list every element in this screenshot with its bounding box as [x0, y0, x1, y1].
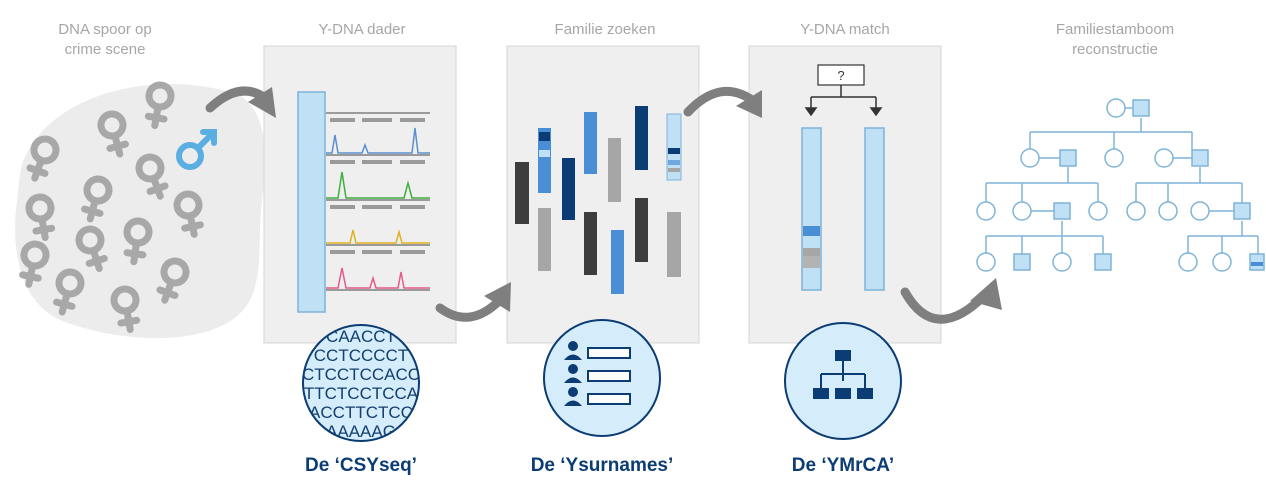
- step-3-title-line1: Familie zoeken: [554, 21, 656, 38]
- step-1-title: DNA spoor op crime scene: [10, 20, 200, 60]
- female-symbol-icon: [173, 190, 204, 238]
- seq-line-4: TTCTCCTCCA: [304, 384, 419, 403]
- female-symbol-icon: [19, 81, 204, 334]
- seq-line-2: CCTCCCCT: [314, 346, 408, 365]
- surname-haplotype-bars: [515, 106, 682, 294]
- question-mark: ?: [837, 68, 844, 83]
- step-5-title-line1: Familiestamboom: [1055, 21, 1175, 38]
- person-list-icon: [564, 341, 631, 406]
- electropherogram: [326, 112, 430, 291]
- panel-ydna-dader: [263, 45, 457, 344]
- female-symbol-icon: [123, 217, 153, 266]
- seq-line-5: ACCTTCTCC: [309, 403, 413, 422]
- female-symbol-icon: [75, 225, 108, 273]
- seq-line-1: CAACCT: [326, 327, 396, 346]
- step-3-title: Familie zoeken: [505, 20, 705, 40]
- step-1-title-line2: crime scene: [64, 41, 146, 58]
- step-4-title: Y-DNA match: [745, 20, 945, 40]
- female-symbol-icon: [81, 175, 113, 223]
- match-connector: [804, 85, 883, 117]
- female-symbol-icon: [26, 135, 60, 182]
- seq-line-6: AAAAAG: [326, 422, 396, 441]
- step-5-title: Familiestamboom reconstructie: [1010, 20, 1220, 60]
- seq-line-3: CTCCTCCACC: [302, 365, 420, 384]
- female-symbol-icon: [19, 240, 50, 288]
- female-symbol-icon: [110, 285, 141, 334]
- match-bar-right: [864, 127, 885, 291]
- female-symbol-icon: [97, 110, 129, 158]
- step-5-title-line2: reconstructie: [1072, 41, 1158, 58]
- org-chart-icon: [813, 350, 873, 399]
- male-symbol-icon: [176, 129, 217, 170]
- step-2-title: Y-DNA dader: [262, 20, 462, 40]
- flow-arrowheads: [248, 87, 1002, 312]
- female-symbol-icon: [135, 153, 169, 200]
- flow-arrows: [205, 86, 990, 324]
- female-symbol-icon: [25, 193, 56, 242]
- female-symbol-icon: [53, 268, 85, 316]
- female-symbol-icon: [144, 81, 175, 130]
- family-tree: [976, 98, 1265, 272]
- tool-label-ysurnames: De ‘Ysurnames’: [530, 455, 674, 476]
- step-1-title-line1: DNA spoor op: [58, 21, 152, 38]
- tool-label-ymrca: De ‘YMrCA’: [791, 455, 895, 476]
- step-2-title-line1: Y-DNA dader: [318, 21, 406, 38]
- female-symbol-icon: [156, 257, 190, 304]
- step-4-title-line1: Y-DNA match: [800, 21, 890, 38]
- ychromosome-bar: [297, 91, 326, 313]
- sequence-text: CAACCT CCTCCCCT CTCCTCCACC TTCTCCTCCA AC…: [302, 327, 420, 441]
- panel-familie-zoeken: [506, 45, 700, 344]
- tool-label-csyseq: De ‘CSYseq’: [305, 455, 417, 476]
